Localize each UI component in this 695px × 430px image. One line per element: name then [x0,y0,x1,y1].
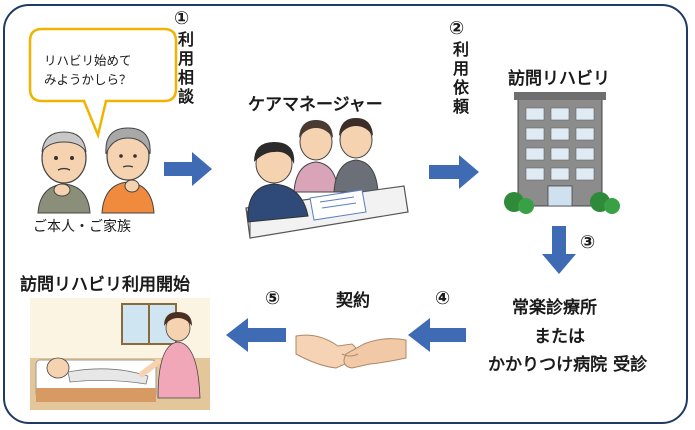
step1-char: 談 [177,87,194,106]
step2-char: 利 [452,40,469,59]
step5-number: ⑤ [265,288,281,309]
rehab-session-illustration [30,298,210,410]
step1-number: ① [174,8,190,29]
clinic-line-3: かかりつけ病院 受診 [488,355,648,375]
step2-char: 頼 [452,97,469,116]
handshake-illustration [295,334,407,369]
speech-bubble-text: リハビリ始めて みようかしら？ [44,51,132,89]
elderly-couple-illustration [37,127,155,214]
step1-char: 用 [177,49,194,68]
arrow-right-1 [164,152,212,186]
step1-label: 利 用 相 談 [175,30,197,106]
arrow-right-2 [429,155,479,189]
step2-label: 利 用 依 頼 [450,40,472,116]
speech-line-1: リハビリ始めて [44,53,132,68]
arrow-left-4 [408,318,466,352]
start-label: 訪問リハビリ利用開始 [20,275,190,295]
speech-bubble [28,27,178,140]
clinic-line-2: または [534,327,585,347]
outer-frame [3,4,688,424]
step2-number: ② [449,18,465,39]
arrow-left-5 [226,318,286,352]
care-manager-label: ケアマネージャー [248,95,383,115]
step1-char: 利 [177,30,194,49]
step1-char: 相 [177,68,194,87]
home-rehab-label: 訪問リハビリ [508,69,610,89]
self-family-label: ご本人・ご家族 [33,219,131,235]
step3-number: ③ [580,232,596,253]
arrow-down-3 [542,226,576,274]
step2-char: 依 [452,78,469,97]
clinic-line-1: 常楽診療所 [512,298,597,318]
contract-label: 契約 [336,291,370,311]
care-manager-illustration [245,118,409,239]
rehab-building-illustration [504,92,620,214]
step2-char: 用 [452,59,469,78]
speech-line-2: みようかしら？ [44,72,132,87]
step4-number: ④ [435,288,451,309]
